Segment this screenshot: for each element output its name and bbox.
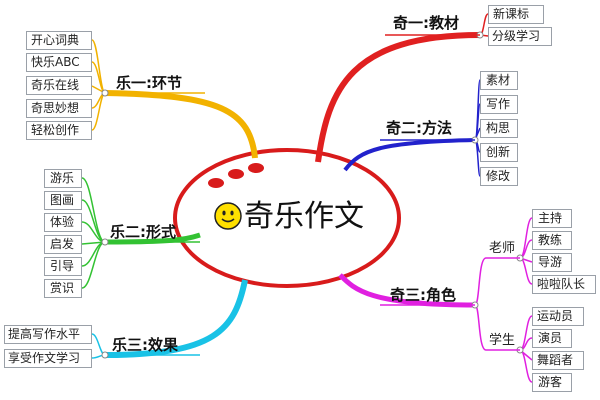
decor-dot xyxy=(228,169,244,179)
leaf-box xyxy=(26,53,92,72)
leaf-box xyxy=(532,307,584,326)
leaf-box xyxy=(44,169,82,188)
leaf-box xyxy=(480,143,518,162)
smiley-icon xyxy=(214,202,242,230)
leaf-box xyxy=(480,71,518,90)
leaf-box xyxy=(480,119,518,138)
leaf-le2-0: 游乐 xyxy=(50,171,75,185)
group-label-student: 学生 xyxy=(489,333,516,348)
leaf-box xyxy=(4,325,92,344)
leaf-box xyxy=(44,191,82,210)
decor-dot xyxy=(248,163,264,173)
leaf-qi2-4: 修改 xyxy=(486,169,511,183)
leaf-teacher-0: 主持 xyxy=(538,211,563,225)
leaf-student-0: 运动员 xyxy=(537,309,574,323)
leaf-box xyxy=(532,253,572,272)
bracket-le2 xyxy=(81,177,106,289)
leaf-box xyxy=(532,329,572,348)
branch-label-qi1: 奇一:教材 xyxy=(393,14,459,32)
leaf-teacher-1: 教练 xyxy=(538,233,563,247)
leaf-box xyxy=(4,349,92,368)
branch-label-le1: 乐一:环节 xyxy=(116,74,182,92)
connector-qi1 xyxy=(315,32,481,163)
leaf-qi2-1: 写作 xyxy=(486,97,511,111)
branch-label-le3: 乐三:效果 xyxy=(112,336,178,354)
leaf-qi2-2: 构思 xyxy=(486,121,511,135)
leaf-le2-1: 图画 xyxy=(50,193,75,207)
connector-le1 xyxy=(104,90,258,159)
leaf-box xyxy=(480,167,518,186)
leaf-le1-3: 奇思妙想 xyxy=(31,101,80,115)
connector-qi2 xyxy=(343,138,476,172)
leaf-teacher-2: 导游 xyxy=(538,255,563,269)
branch-label-le2: 乐二:形式 xyxy=(110,223,176,241)
leaf-box xyxy=(488,5,544,24)
leaf-box xyxy=(26,76,92,95)
leaf-qi1-0: 新课标 xyxy=(493,7,530,21)
center-node-outline xyxy=(173,148,401,288)
leaf-box xyxy=(532,275,596,294)
leaf-qi2-3: 创新 xyxy=(486,145,511,159)
leaf-box xyxy=(488,27,552,46)
leaf-qi1-1: 分级学习 xyxy=(492,29,541,43)
leaf-box xyxy=(44,279,82,298)
junction-dot xyxy=(101,351,109,359)
branch-label-qi3: 奇三:角色 xyxy=(390,286,456,304)
leaf-box xyxy=(480,95,518,114)
connector-le3 xyxy=(104,279,248,358)
center-title: 奇乐作文 xyxy=(244,199,364,234)
leaf-le2-3: 启发 xyxy=(50,237,75,251)
leaf-le2-2: 体验 xyxy=(50,215,75,229)
leaf-teacher-3: 啦啦队长 xyxy=(537,277,586,291)
group-label-teacher: 老师 xyxy=(489,241,516,256)
leaf-box xyxy=(26,31,92,50)
leaf-le1-0: 开心词典 xyxy=(31,33,80,47)
leaf-student-1: 演员 xyxy=(538,331,563,345)
leaf-box xyxy=(44,257,82,276)
junction-dot xyxy=(101,89,109,97)
leaf-le2-5: 赏识 xyxy=(50,281,75,295)
leaf-box xyxy=(44,213,82,232)
leaf-le3-0: 提高写作水平 xyxy=(8,327,81,341)
leaf-box xyxy=(44,235,82,254)
leaf-box xyxy=(26,99,92,118)
leaf-student-3: 游客 xyxy=(538,375,563,389)
leaf-qi2-0: 素材 xyxy=(486,73,511,87)
leaf-box xyxy=(532,373,572,392)
junction-dot xyxy=(101,238,109,246)
branch-label-qi2: 奇二:方法 xyxy=(386,119,452,137)
leaf-le1-4: 轻松创作 xyxy=(31,123,80,137)
leaf-le1-2: 奇乐在线 xyxy=(31,78,80,92)
leaf-le2-4: 引导 xyxy=(50,259,75,273)
leaf-box xyxy=(532,351,584,370)
decor-dot xyxy=(208,178,224,188)
leaf-box xyxy=(532,209,572,228)
leaf-box xyxy=(26,121,92,140)
bracket-le1 xyxy=(91,39,106,131)
leaf-box xyxy=(532,231,572,250)
leaf-le3-1: 享受作文学习 xyxy=(8,351,81,365)
leaf-student-2: 舞蹈者 xyxy=(537,353,574,367)
leaf-le1-1: 快乐ABC xyxy=(31,55,80,69)
